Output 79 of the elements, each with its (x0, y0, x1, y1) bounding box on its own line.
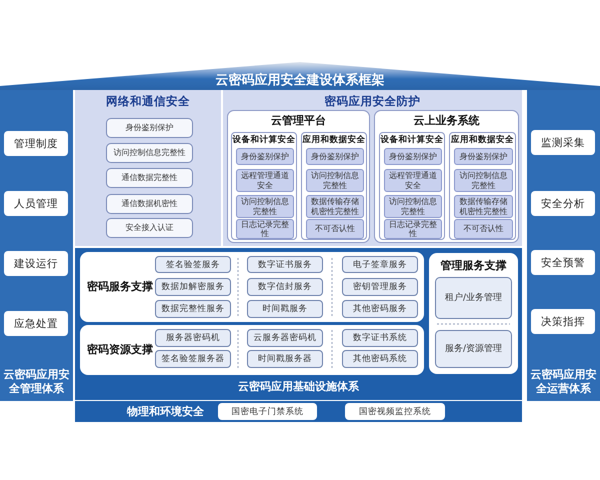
function-box: 其他密码服务 (342, 300, 418, 318)
function-box: 身份鉴别保护 (236, 148, 294, 165)
function-box: 建设运行 (4, 251, 68, 276)
diagram-title: 云密码应用安全建设体系框架 (216, 73, 384, 88)
function-box: 云服务器密码机 (247, 329, 323, 347)
panel-label: 云密码应用安全运营体系 (530, 368, 598, 396)
function-box: 访问控制信息完整性 (384, 195, 442, 218)
layer-title: 物理和环境安全 (127, 404, 204, 418)
function-box: 数据传输存储机密性完整性 (454, 195, 513, 218)
function-box: 安全接入认证 (106, 218, 193, 238)
function-box: 管理制度 (4, 131, 68, 156)
panel-label: 云密码应用安全管理体系 (2, 368, 70, 396)
function-box: 租户/业务管理 (435, 277, 512, 319)
function-box: 数据完整性服务 (155, 300, 231, 318)
subsection-panel (374, 110, 519, 243)
function-box: 服务器密码机 (155, 329, 231, 347)
function-box: 人员管理 (4, 191, 68, 216)
support-panel (429, 253, 518, 374)
function-box: 身份鉴别保护 (106, 118, 193, 138)
layer-title: 云密码应用基础设施体系 (238, 380, 359, 394)
section-title: 密码应用安全防护 (324, 94, 420, 108)
function-box: 时间戳服务 (247, 300, 323, 318)
function-box: 安全分析 (531, 191, 595, 216)
function-box: 访问控制信息完整性 (454, 169, 513, 192)
function-box: 监测采集 (531, 130, 595, 155)
function-box: 不可否认性 (306, 219, 364, 239)
support-title: 密码服务支撑 (87, 280, 153, 294)
section-title: 网络和通信安全 (106, 94, 190, 108)
function-box: 访问控制信息完整性 (306, 169, 364, 192)
function-box: 数据传输存储机密性完整性 (306, 195, 364, 218)
function-box: 访问控制信息完整性 (236, 195, 294, 218)
function-box: 日志记录完整性 (384, 219, 442, 239)
function-box: 签名验签服务器 (155, 350, 231, 368)
function-box: 安全预警 (531, 250, 595, 275)
function-box: 国密电子门禁系统 (218, 403, 317, 420)
function-box: 数据加解密服务 (155, 278, 231, 296)
function-box: 签名验签服务 (155, 256, 231, 273)
function-box: 不可否认性 (454, 219, 513, 239)
function-box: 远程管理通道安全 (384, 169, 442, 192)
support-title: 管理服务支撑 (440, 259, 506, 273)
function-box: 访问控制信息完整性 (106, 143, 193, 163)
section-panel (223, 90, 522, 246)
function-box: 数字证书系统 (342, 329, 418, 347)
side-panel (527, 90, 600, 401)
side-panel (0, 90, 73, 401)
column-panel (379, 132, 445, 240)
function-box: 应急处置 (4, 311, 68, 336)
column-title: 设备和计算安全 (380, 135, 444, 146)
subsection-title: 云上业务系统 (414, 114, 480, 128)
function-box: 密钥管理服务 (342, 278, 418, 296)
support-title: 密码资源支撑 (87, 343, 153, 357)
function-box: 身份鉴别保护 (306, 148, 364, 165)
column-panel (301, 132, 367, 240)
support-panel (80, 325, 424, 375)
column-title: 设备和计算安全 (232, 135, 296, 146)
function-box: 电子签章服务 (342, 256, 418, 273)
layer-band (75, 401, 522, 422)
column-title: 应用和数据安全 (302, 135, 366, 146)
column-title: 应用和数据安全 (451, 135, 514, 146)
function-box: 数字信封服务 (247, 278, 323, 296)
function-box: 服务/资源管理 (435, 330, 512, 368)
function-box: 时间戳服务器 (247, 350, 323, 368)
column-panel (231, 132, 297, 240)
function-box: 身份鉴别保护 (384, 148, 442, 165)
function-box: 通信数据完整性 (106, 168, 193, 188)
function-box: 决策指挥 (531, 309, 595, 334)
layer-band (75, 248, 522, 400)
function-box: 其他密码系统 (342, 350, 418, 368)
function-box: 日志记录完整性 (236, 219, 294, 239)
function-box: 数字证书服务 (247, 256, 323, 273)
function-box: 身份鉴别保护 (454, 148, 513, 165)
section-panel (75, 90, 221, 246)
support-panel (80, 252, 424, 322)
function-box: 远程管理通道安全 (236, 169, 294, 192)
subsection-panel (227, 110, 370, 243)
column-panel (449, 132, 516, 240)
function-box: 通信数据机密性 (106, 194, 193, 214)
function-box: 国密视频监控系统 (345, 403, 445, 420)
subsection-title: 云管理平台 (271, 114, 326, 128)
